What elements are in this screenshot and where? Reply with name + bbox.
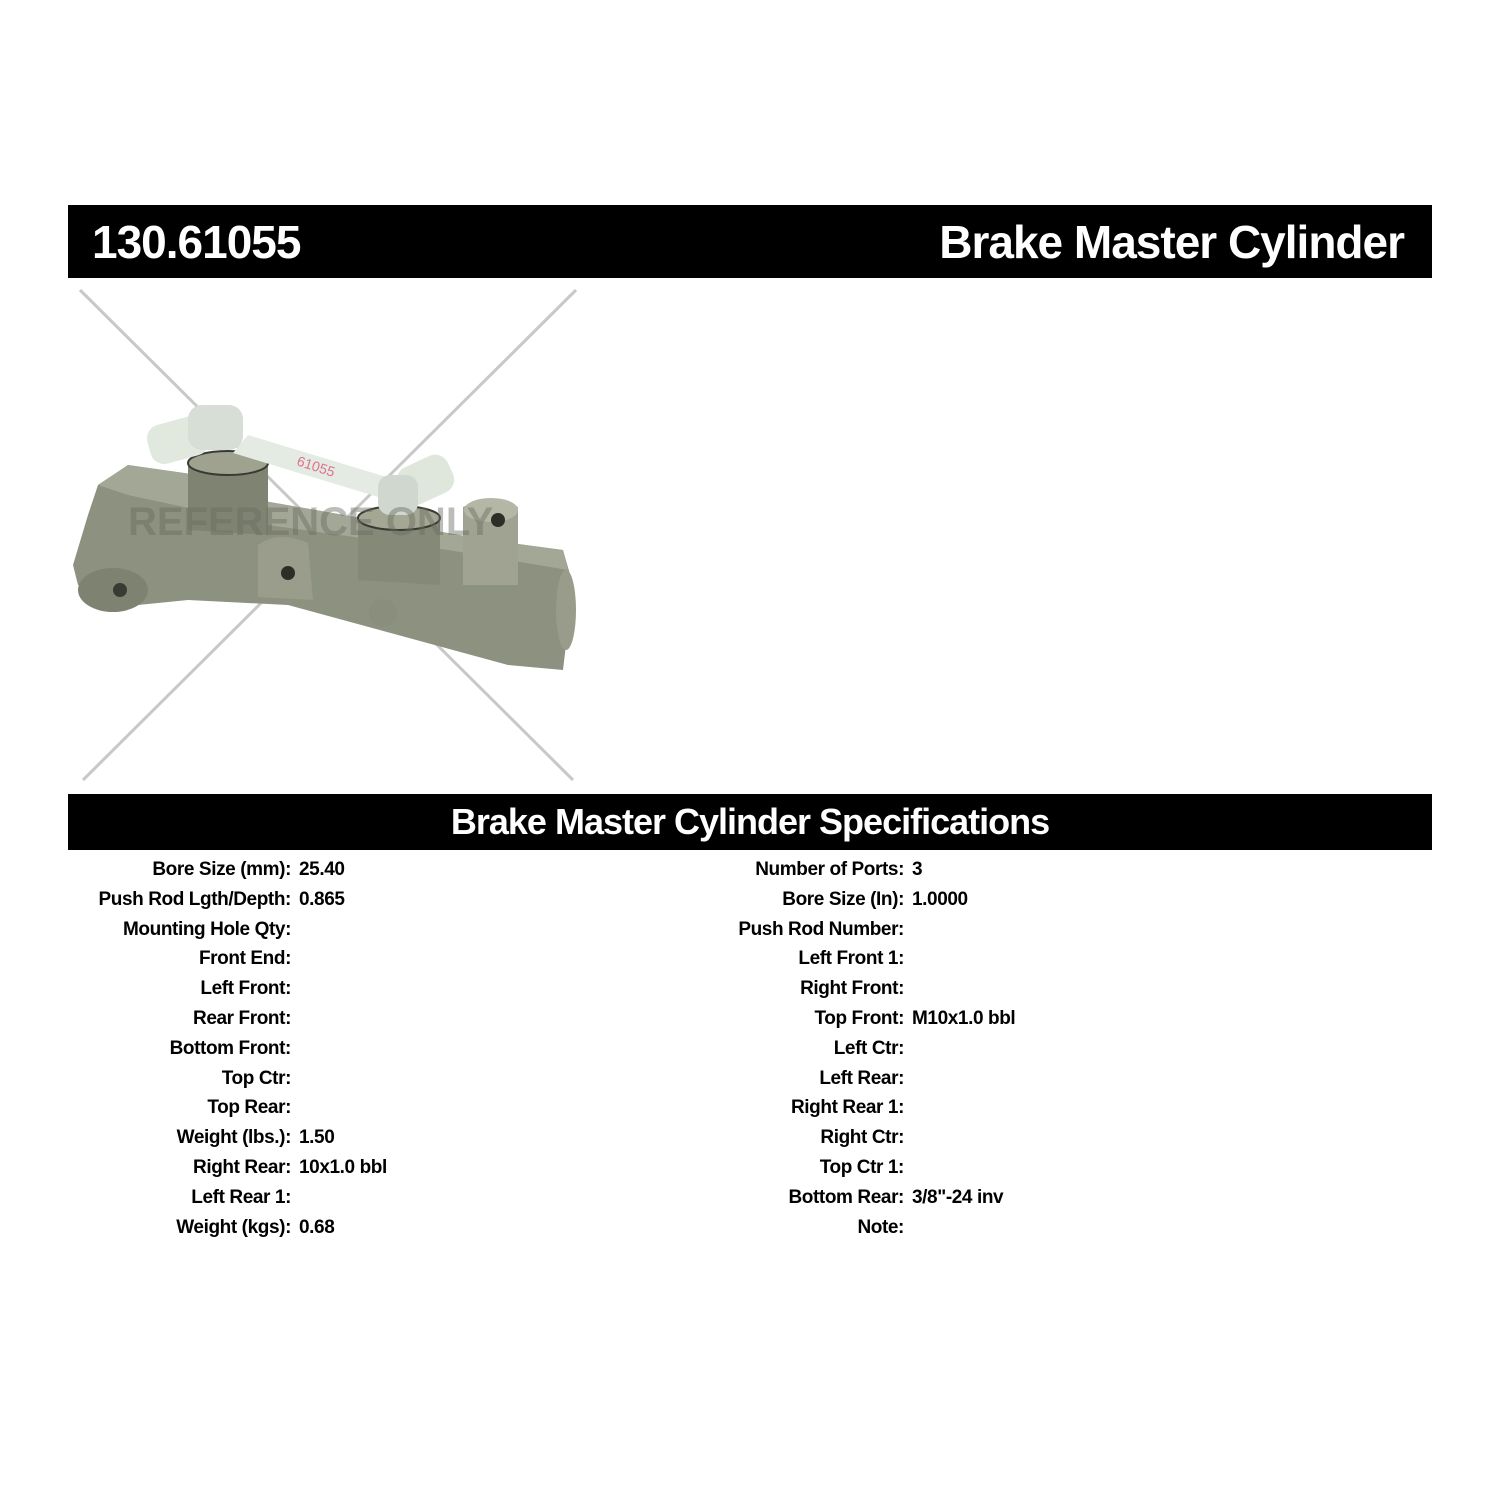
spec-row: Left Rear: [0, 1064, 904, 1094]
spec-label: Top Front: [814, 1007, 904, 1029]
spec-value: 0.865 [299, 888, 345, 910]
spec-row: Top Ctr: [0, 1064, 292, 1094]
spec-value: 3/8"-24 inv [912, 1186, 1004, 1208]
spec-row: Rear Front: [0, 1004, 291, 1034]
spec-label: Front End: [198, 948, 291, 970]
specifications-title: Brake Master Cylinder Specifications [450, 801, 1050, 842]
spec-row: Right Rear: 10x1.0 bbl [0, 1153, 387, 1183]
spec-label: Number of Ports: [755, 859, 904, 880]
spec-label: Right Ctr: [820, 1127, 904, 1149]
spec-row: Left Front 1: [0, 944, 904, 974]
title-bar: 130.61055 Brake Master Cylinder [68, 205, 1432, 278]
spec-label: Left Rear 1: [191, 1186, 291, 1208]
spec-row: Bottom Rear: 3/8"-24 inv [0, 1183, 1003, 1213]
spec-label: Left Rear: [819, 1067, 904, 1089]
spec-row: Push Rod Lgth/Depth: 0.865 [0, 885, 344, 915]
spec-row: Top Rear: [0, 1093, 291, 1123]
spec-label: Rear Front: [193, 1007, 291, 1029]
spec-row: Left Rear 1: [0, 1183, 291, 1213]
spec-row: Left Ctr: [0, 1034, 905, 1064]
product-name: Brake Master Cylinder [939, 216, 1405, 268]
spec-label: Top Ctr: [221, 1067, 292, 1089]
spec-label: Top Rear: [207, 1097, 291, 1119]
spec-label: Left Ctr: [833, 1037, 905, 1059]
spec-row: Right Front: [0, 974, 904, 1004]
spec-label: Right Front: [800, 978, 904, 1000]
product-image: 61055 REFERENCE ONLY [68, 285, 588, 785]
spec-label: Weight (kgs): [176, 1216, 291, 1238]
spec-row: Top Ctr 1: [0, 1153, 905, 1183]
spec-label: Mounting Hole Qty: [123, 918, 291, 940]
spec-row: Mounting Hole Qty: [0, 915, 291, 945]
spec-label: Left Front: [200, 978, 291, 1000]
spec-value: 1.50 [299, 1127, 335, 1149]
spec-row: Bottom Front: [0, 1034, 292, 1064]
spec-value: 25.40 [299, 859, 345, 880]
spec-label: Left Front 1: [798, 948, 904, 970]
spec-label: Push Rod Number: [738, 918, 904, 940]
spec-label: Note: [857, 1216, 904, 1238]
spec-row: Weight (kgs): 0.68 [0, 1213, 335, 1243]
spec-row: Front End: [0, 944, 291, 974]
spec-row: Number of Ports: 3 [0, 855, 922, 885]
spec-row: Note: [0, 1213, 904, 1243]
specifications-bar: Brake Master Cylinder Specifications [68, 794, 1432, 850]
spec-row: Bore Size (mm): 25.40 [0, 855, 345, 885]
spec-value: 3 [912, 859, 923, 880]
spec-row: Weight (lbs.): 1.50 [0, 1123, 335, 1153]
spec-row: Right Ctr: [0, 1123, 904, 1153]
watermark: REFERENCE ONLY [128, 500, 494, 544]
spec-value: 0.68 [299, 1216, 335, 1238]
spec-label: Bore Size (mm): [152, 859, 291, 880]
spec-row: Top Front: M10x1.0 bbl [0, 1004, 1015, 1034]
spec-label: Bottom Front: [169, 1037, 292, 1059]
spec-label: Weight (lbs.): [176, 1127, 292, 1149]
spec-label: Top Ctr 1: [819, 1156, 905, 1178]
spec-row: Left Front: [0, 974, 291, 1004]
spec-label: Right Rear: [193, 1156, 291, 1178]
part-number: 130.61055 [92, 216, 301, 268]
spec-label: Right Rear 1: [790, 1097, 904, 1119]
spec-label: Bore Size (In): [782, 888, 904, 910]
spec-row: Push Rod Number: [0, 915, 904, 945]
spec-label: Bottom Rear: [788, 1186, 904, 1208]
master-cylinder-illustration: 61055 REFERENCE ONLY [73, 405, 576, 670]
spec-value: 10x1.0 bbl [299, 1156, 387, 1178]
spec-value: M10x1.0 bbl [912, 1007, 1016, 1029]
spec-label: Push Rod Lgth/Depth: [98, 888, 291, 910]
spec-value: 1.0000 [912, 888, 968, 910]
spec-row: Right Rear 1: [0, 1093, 904, 1123]
spec-row: Bore Size (In): 1.0000 [0, 885, 968, 915]
